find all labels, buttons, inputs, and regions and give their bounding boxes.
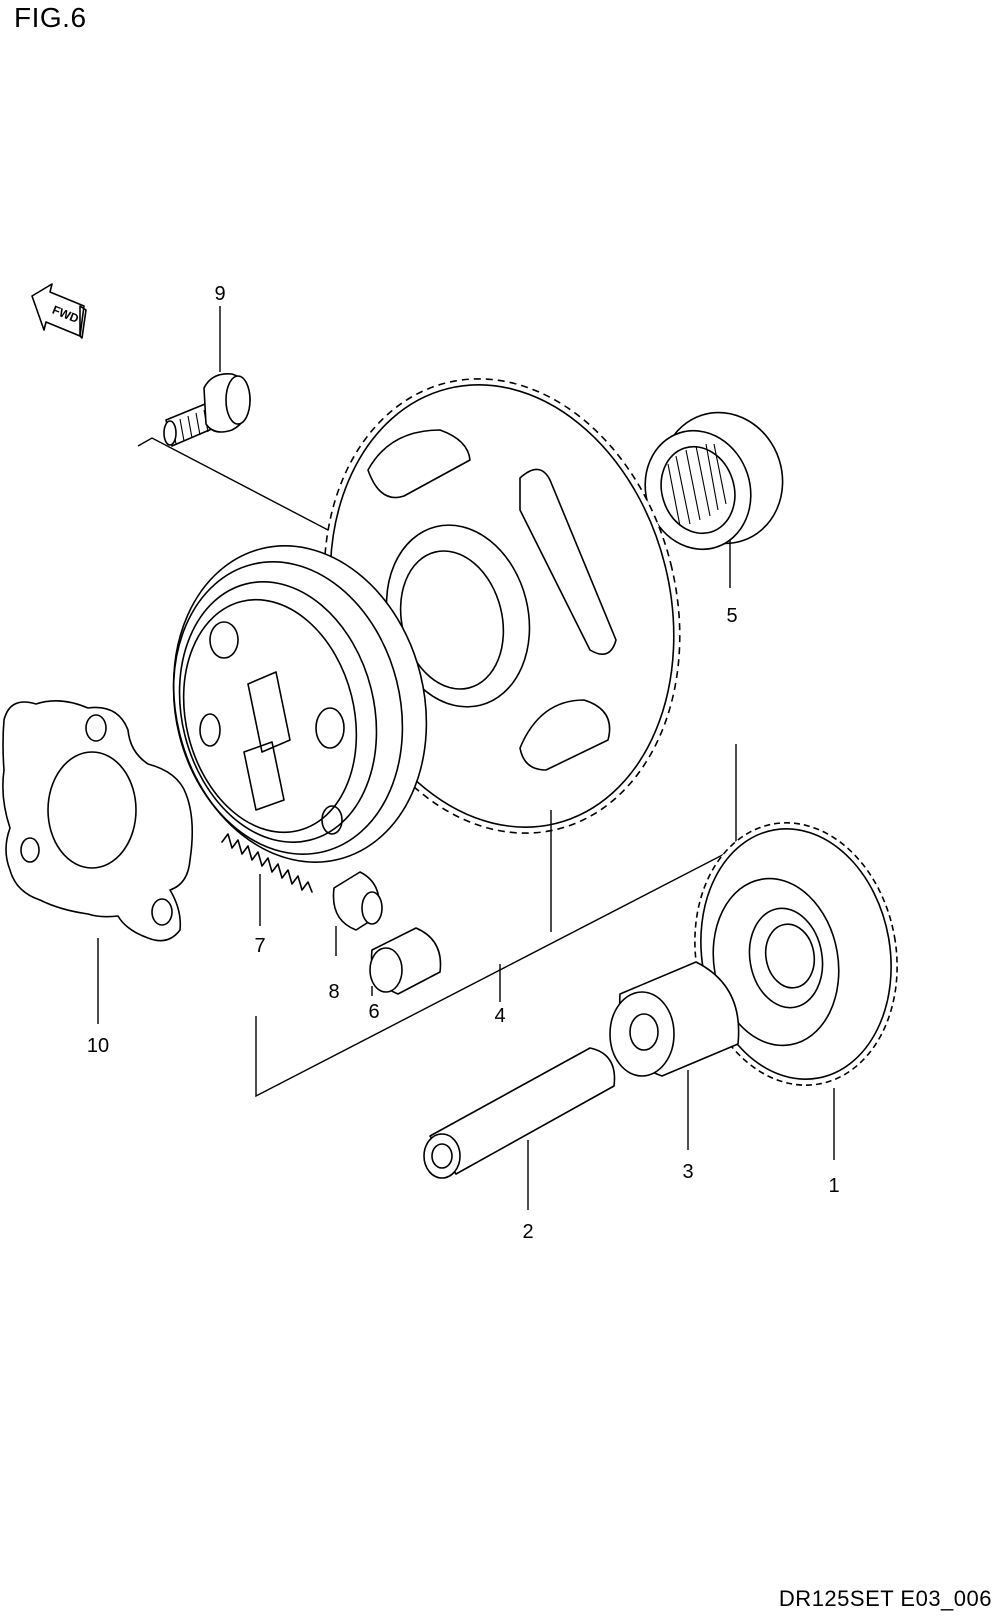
callout-3: 3 <box>682 1161 693 1183</box>
callout-5: 5 <box>726 605 737 627</box>
callout-4: 4 <box>494 1005 505 1027</box>
callout-8: 8 <box>328 981 339 1003</box>
figure-title: FIG.6 <box>14 2 87 33</box>
part-9-bolt <box>163 306 251 447</box>
callout-labels: 1 2 3 4 5 6 7 8 9 10 <box>87 283 840 1243</box>
part-8-roller <box>332 871 383 956</box>
callout-1: 1 <box>828 1175 839 1197</box>
part-1-idle-gear <box>694 822 898 1160</box>
part-7-spring <box>221 833 313 926</box>
assembly-bracket-lines <box>137 437 737 1098</box>
callout-10: 10 <box>87 1035 109 1057</box>
part-3-bushing <box>609 961 740 1150</box>
part-6-roller <box>369 927 442 996</box>
part-2-shaft <box>423 1047 616 1210</box>
fwd-arrow-icon: FWD <box>31 283 87 339</box>
part-5-needle-bearing <box>644 411 784 588</box>
callout-9: 9 <box>214 283 225 305</box>
part-4-clutch-housing <box>172 545 428 863</box>
callout-6: 6 <box>368 1001 379 1023</box>
callout-7: 7 <box>254 935 265 957</box>
callout-2: 2 <box>522 1221 533 1243</box>
drawing-code: DR125SET E03_006 <box>778 1586 992 1611</box>
part-10-plate <box>2 700 194 1024</box>
